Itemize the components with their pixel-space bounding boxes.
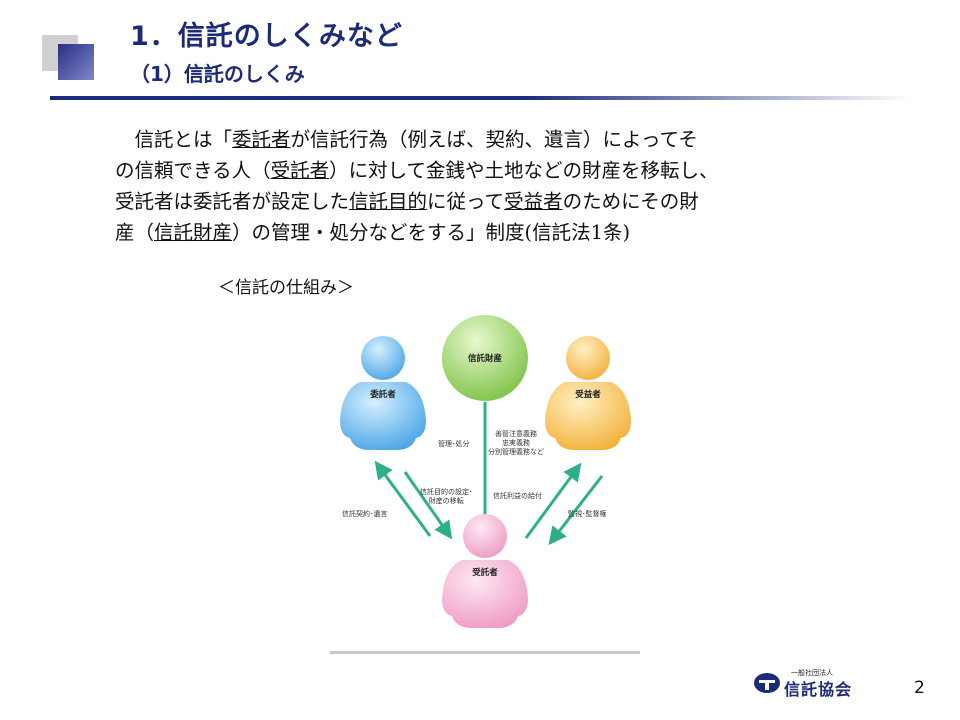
trust-association-logo: 一般社団法人 信託協会 bbox=[753, 668, 863, 700]
label-management: 管理･処分 bbox=[438, 440, 470, 448]
definition-line-3: 受託者は委託者が設定した信託目的に従って受益者のためにその財 bbox=[115, 190, 699, 213]
logo-caption: 一般社団法人 bbox=[791, 669, 833, 677]
title-divider bbox=[50, 96, 910, 100]
trust-property-label: 信託財産 bbox=[467, 354, 502, 364]
trust-diagram: 委託者 信託財産 受益者 受託者 管理･処分 善管注意義務 忠実義務 分別管理義… bbox=[330, 300, 640, 655]
beneficiary-label: 受益者 bbox=[575, 390, 601, 400]
label-benefit: 信託利益の給付 bbox=[493, 492, 542, 500]
settlor-label: 委託者 bbox=[370, 390, 396, 400]
page-title: 1．信託のしくみなど bbox=[130, 21, 403, 52]
label-supervision: 監視･監督権 bbox=[568, 510, 607, 518]
diagram-caption: ＜信託の仕組み＞ bbox=[218, 278, 354, 298]
trustee-label: 受託者 bbox=[472, 568, 498, 578]
label-trust-contract: 信託契約･遺言 bbox=[342, 510, 388, 518]
page-subtitle: （1）信託のしくみ bbox=[130, 62, 305, 86]
term-settlor: 委託者 bbox=[232, 128, 291, 151]
definition-text: 信託とは「委託者が信託行為（例えば、契約、遺言）によってそ の信頼できる人（受託… bbox=[115, 124, 855, 248]
logo-mark-icon bbox=[754, 673, 780, 693]
arrow-trustee-to-settlor bbox=[374, 460, 432, 537]
beneficiary-figure bbox=[545, 336, 631, 450]
arrow-trustee-to-beneficiary bbox=[524, 462, 582, 539]
trust-diagram-graphic bbox=[340, 315, 631, 628]
trust-property-circle bbox=[442, 315, 528, 401]
settlor-figure bbox=[340, 336, 426, 450]
trustee-figure bbox=[442, 514, 528, 628]
definition-line-1: 信託とは「委託者が信託行為（例えば、契約、遺言）によってそ bbox=[115, 128, 698, 151]
diagram-baseline bbox=[330, 651, 640, 654]
term-trust-property: 信託財産 bbox=[154, 221, 233, 244]
title-decoration-blue bbox=[58, 44, 94, 80]
label-duties: 善管注意義務 忠実義務 分別管理義務など bbox=[488, 430, 544, 456]
term-beneficiary: 受益者 bbox=[504, 190, 563, 213]
definition-line-4: 産（信託財産）の管理・処分などをする」制度(信託法1条) bbox=[115, 221, 631, 244]
term-trust-purpose: 信託目的 bbox=[349, 190, 428, 213]
term-trustee: 受託者 bbox=[270, 159, 330, 182]
label-trust-purpose: 信託目的の設定･ 財産の移転 bbox=[420, 488, 473, 505]
page-number: 2 bbox=[914, 678, 925, 698]
arrow-beneficiary-to-trustee bbox=[548, 475, 604, 546]
logo-name: 信託協会 bbox=[784, 680, 853, 699]
definition-line-2: の信頼できる人（受託者）に対して金銭や土地などの財産を移転し、 bbox=[115, 159, 719, 182]
arrow-settlor-to-trustee bbox=[403, 471, 453, 540]
